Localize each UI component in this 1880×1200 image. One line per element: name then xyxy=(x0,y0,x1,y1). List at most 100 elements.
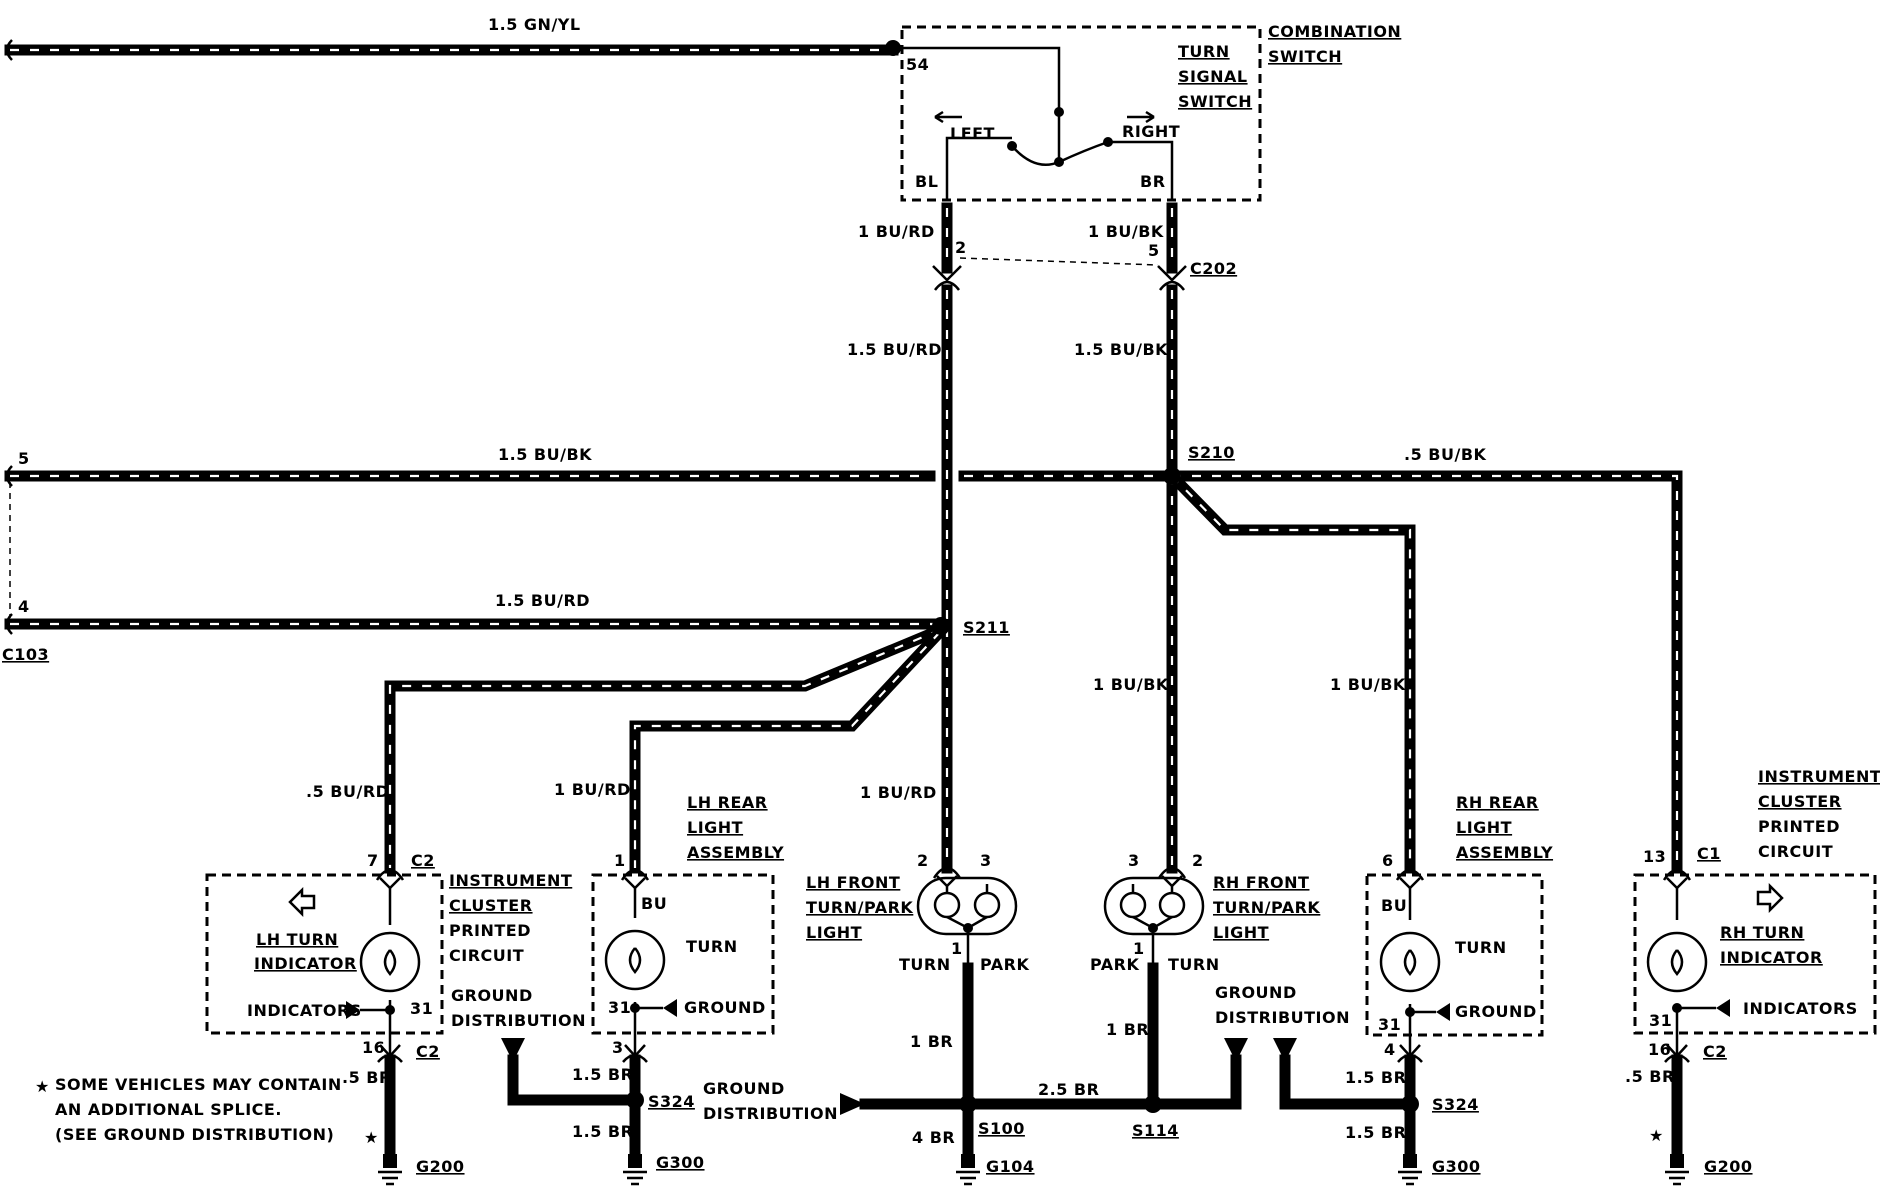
switch-left-contact xyxy=(1007,141,1017,151)
left-arrow-icon xyxy=(288,886,316,918)
lh-rear-ground-pointer-icon xyxy=(663,999,677,1017)
rh-front-label-2: TURN/PARK xyxy=(1213,898,1320,917)
splice-s324-left-dot xyxy=(626,1091,644,1109)
lh-front-label-3: LIGHT xyxy=(806,923,862,942)
c202-label: C202 xyxy=(1190,259,1237,278)
lh-rear-filament xyxy=(628,947,642,974)
lh-front-pin-2: 2 xyxy=(917,851,929,870)
switch-contact-arm xyxy=(1011,112,1109,166)
wire-rh-gd-stub xyxy=(1279,1054,1416,1110)
rh-rear-box xyxy=(1365,873,1544,1037)
rh-cluster-c2-bottom-male xyxy=(1664,1053,1690,1063)
wire-ground-bus xyxy=(859,1054,1242,1110)
wire-s211-lh-cluster xyxy=(384,622,948,874)
lh-front-pin-3: 3 xyxy=(980,851,992,870)
rh-front-turn-park-light: 3 2 1 PARK TURN RH FRONT TURN/PARK LIGHT xyxy=(1090,851,1320,974)
lh-cluster-c2-top-terminal xyxy=(375,868,405,881)
wire-s210-rh-rear xyxy=(1164,468,1416,874)
splice-s114-dot xyxy=(1144,1095,1162,1113)
switch-left-label: LEFT xyxy=(950,124,995,143)
rh-turn-indicator-label-2: INDICATOR xyxy=(1720,948,1823,967)
ground-g104-label: G104 xyxy=(986,1157,1035,1176)
switch-pin-br: BR xyxy=(1140,172,1166,191)
rh-rear-top-female xyxy=(1399,877,1421,890)
rh-cluster-c1-top-female xyxy=(1666,877,1688,890)
right-arrow-icon xyxy=(1127,110,1155,124)
rh-indicators-pointer-icon xyxy=(1716,999,1730,1017)
wire-s211-lh-rear-stripe xyxy=(633,631,941,868)
wire-label-s100-ground: 4 BR xyxy=(912,1128,955,1147)
ground-g300-left-label: G300 xyxy=(656,1153,705,1172)
lh-front-label-2: TURN/PARK xyxy=(806,898,913,917)
pin-54-dot xyxy=(885,40,901,56)
splice-s211-label: S211 xyxy=(963,618,1010,637)
rh-instrument-cluster: 13 C1 RH TURN INDICATOR INDICATORS 31 16… xyxy=(1633,767,1880,1063)
lh-rear-label-3: ASSEMBLY xyxy=(687,843,784,862)
ground-dist-center-label-1: GROUND xyxy=(703,1079,785,1098)
splice-s211-dot xyxy=(932,617,950,635)
lh-rear-label-1: LH REAR xyxy=(687,793,768,812)
splice-s210-dot xyxy=(1163,467,1181,485)
wire-s210-rh-cluster-stripe xyxy=(1172,474,1679,868)
left-arrow-icon xyxy=(934,110,962,124)
lh-turn-indicator-label-1: LH TURN xyxy=(256,930,338,949)
wire-label-lh-rear: 1 BU/RD xyxy=(554,780,631,799)
footnote: ★ SOME VEHICLES MAY CONTAIN AN ADDITIONA… xyxy=(35,1075,1664,1147)
c103-pin4: 4 xyxy=(18,597,30,616)
lh-turn-indicator-filament xyxy=(383,949,397,976)
ground-dist-left-label-1: GROUND xyxy=(451,986,533,1005)
rh-front-label-1: RH FRONT xyxy=(1213,873,1309,892)
switch-pin-54: 54 xyxy=(906,55,929,74)
wire-label-ground-bus: 2.5 BR xyxy=(1038,1080,1099,1099)
lh-cluster-side-label-1: INSTRUMENT xyxy=(449,871,572,890)
splice-s100-label: S100 xyxy=(978,1119,1025,1138)
combination-switch: 54 LEFT RIGHT BL BR TURN SIGNAL SWITCH C… xyxy=(885,22,1401,202)
wire-label-rh-rear-ground-down: 1.5 BR xyxy=(1345,1123,1406,1142)
lh-rear-light-assembly: 1 BU TURN 31 GROUND 3 LH REAR LIGHT ASSE… xyxy=(591,793,784,1063)
splice-s324-right-dot xyxy=(1401,1095,1419,1113)
ground-dist-center-label-2: DISTRIBUTION xyxy=(703,1104,838,1123)
note-line-1: SOME VEHICLES MAY CONTAIN xyxy=(55,1075,342,1094)
switch-sub-label-3: SWITCH xyxy=(1178,92,1252,111)
lh-rear-bottom-male xyxy=(622,1053,648,1063)
wire-label-c103-5: 1.5 BU/BK xyxy=(498,445,592,464)
wire-label-lh-front-ground: 1 BR xyxy=(910,1032,953,1051)
lh-rear-pin-31: 31 xyxy=(608,998,631,1017)
rh-rear-pin-top: 6 xyxy=(1382,851,1394,870)
ground-dist-right-label-1: GROUND xyxy=(1215,983,1297,1002)
lh-cluster-c2-top: C2 xyxy=(411,851,435,870)
wire-label-br-main: 1.5 BU/BK xyxy=(1074,340,1168,359)
rh-front-pin-1: 1 xyxy=(1133,939,1145,958)
lh-cluster-pin-bottom: 16 xyxy=(362,1038,385,1057)
ground-dist-right-a-icon xyxy=(1224,1038,1248,1062)
rh-rear-label-3: ASSEMBLY xyxy=(1456,843,1553,862)
rh-cluster-pin-bottom: 16 xyxy=(1648,1040,1671,1059)
ground-dist-left-icon xyxy=(501,1038,525,1062)
rh-rear-pin-bottom: 4 xyxy=(1384,1040,1396,1059)
lh-front-bulb-park-icon xyxy=(973,891,1001,919)
c202-female-right xyxy=(1157,265,1187,282)
lh-rear-pin-top: 1 xyxy=(614,851,626,870)
rh-cluster-box xyxy=(1633,873,1877,1035)
rh-rear-ground: GROUND xyxy=(1455,1002,1537,1021)
lh-instrument-cluster: 7 C2 LH TURN INDICATOR INDICATORS 31 16 … xyxy=(205,851,572,1063)
switch-pivot xyxy=(1054,107,1064,117)
lh-turn-indicator-bulb-icon xyxy=(359,931,421,993)
note-line-2: AN ADDITIONAL SPLICE. xyxy=(55,1100,282,1119)
ground-dist-right-label-2: DISTRIBUTION xyxy=(1215,1008,1350,1027)
lh-rear-top-terminal xyxy=(620,868,650,881)
wire-label-lh-cluster-ground: .5 BR xyxy=(342,1068,392,1087)
connector-c202: 2 5 C202 xyxy=(932,238,1237,291)
star-right-icon: ★ xyxy=(1649,1126,1664,1145)
ground-g200-right-icon xyxy=(1665,1154,1689,1186)
switch-sub-label-1: TURN xyxy=(1178,42,1230,61)
lh-rear-box xyxy=(591,873,775,1035)
c103-pin5: 5 xyxy=(18,449,30,468)
splice-s100-dot xyxy=(959,1095,977,1113)
lh-front-turn-park-light: 2 3 1 TURN PARK LH FRONT TURN/PARK LIGHT xyxy=(806,851,1029,974)
ground-dist-right-b-icon xyxy=(1273,1038,1297,1062)
wire-label-lh-rear-ground-down: 1.5 BR xyxy=(572,1122,633,1141)
lh-cluster-box xyxy=(205,873,444,1035)
lh-turn-indicator-label-2: INDICATOR xyxy=(254,954,357,973)
lh-cluster-side-label-2: CLUSTER xyxy=(449,896,533,915)
